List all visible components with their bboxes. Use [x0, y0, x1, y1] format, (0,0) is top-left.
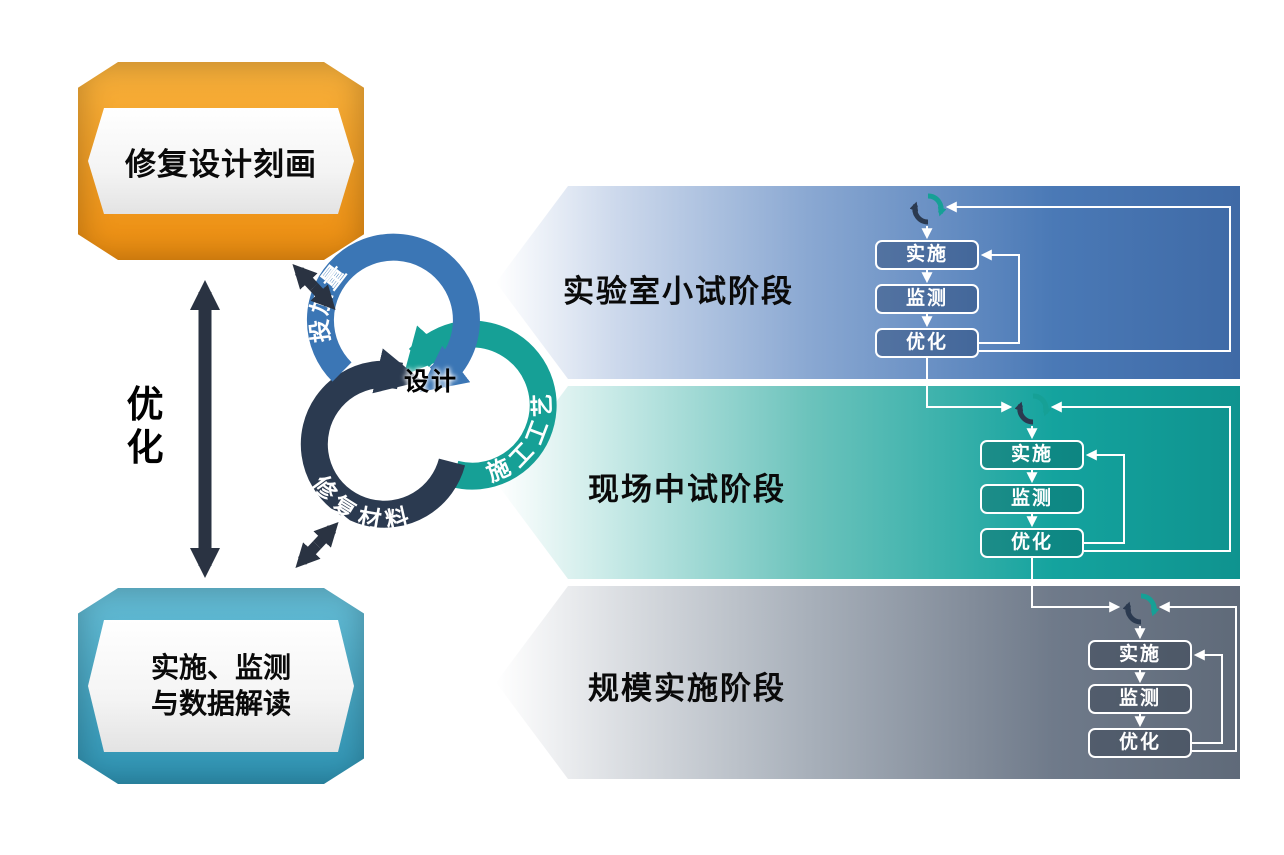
banner-design: 修复设计刻画 [78, 62, 364, 260]
cycle-arc-dosage [306, 233, 480, 393]
cycle-loop-icon-navy-arc [1123, 601, 1142, 625]
step-monitor: 监测 [875, 284, 979, 314]
top-diagonal-arrow [292, 263, 319, 291]
stage-flow-pilot: 实施 监测 优化 [977, 390, 1087, 570]
step-monitor: 监测 [1088, 684, 1192, 714]
step-optimize: 优化 [1088, 728, 1192, 758]
stage-band-scale [496, 586, 1240, 779]
stage-label-scale: 规模实施阶段 [588, 671, 786, 707]
bottom-diagonal-arrow [312, 521, 339, 549]
step-implement: 实施 [1088, 640, 1192, 670]
cycle-loop-icon-navy-arc [910, 201, 929, 225]
cycle-center-label: 设计 [404, 367, 459, 396]
arc-label-dosage: 投加量 [306, 257, 354, 344]
cycle-loop-icon-teal-arc [1032, 393, 1051, 417]
arc-label-material: 修复材料 [306, 470, 416, 534]
cycle-loop-icon-teal-arc [1140, 593, 1159, 617]
banner-implementation-label: 实施、监测 与数据解读 [88, 620, 354, 752]
cycle-loop-icon [1123, 593, 1159, 625]
banner-design-label: 修复设计刻画 [88, 108, 354, 214]
cycle-loop-icon-teal-arc [927, 193, 946, 217]
stage-label-lab: 实验室小试阶段 [563, 274, 794, 310]
optimize-label: 优化 [126, 383, 164, 469]
step-optimize: 优化 [980, 528, 1084, 558]
step-monitor: 监测 [980, 484, 1084, 514]
step-optimize: 优化 [875, 328, 979, 358]
cycle-loop-icon [910, 193, 946, 225]
cycle-loop-icon [1015, 393, 1051, 425]
bottom-diagonal-arrow [295, 541, 322, 569]
stage-flow-scale: 实施 监测 优化 [1085, 590, 1195, 770]
cycle-loop-icon-navy-arc [1015, 401, 1034, 425]
step-implement: 实施 [875, 240, 979, 270]
stage-flow-lab: 实施 监测 优化 [872, 190, 982, 370]
stage-label-pilot: 现场中试阶段 [588, 472, 786, 508]
step-implement: 实施 [980, 440, 1084, 470]
top-diagonal-arrow [309, 283, 336, 311]
banner-implementation: 实施、监测 与数据解读 [78, 588, 364, 784]
